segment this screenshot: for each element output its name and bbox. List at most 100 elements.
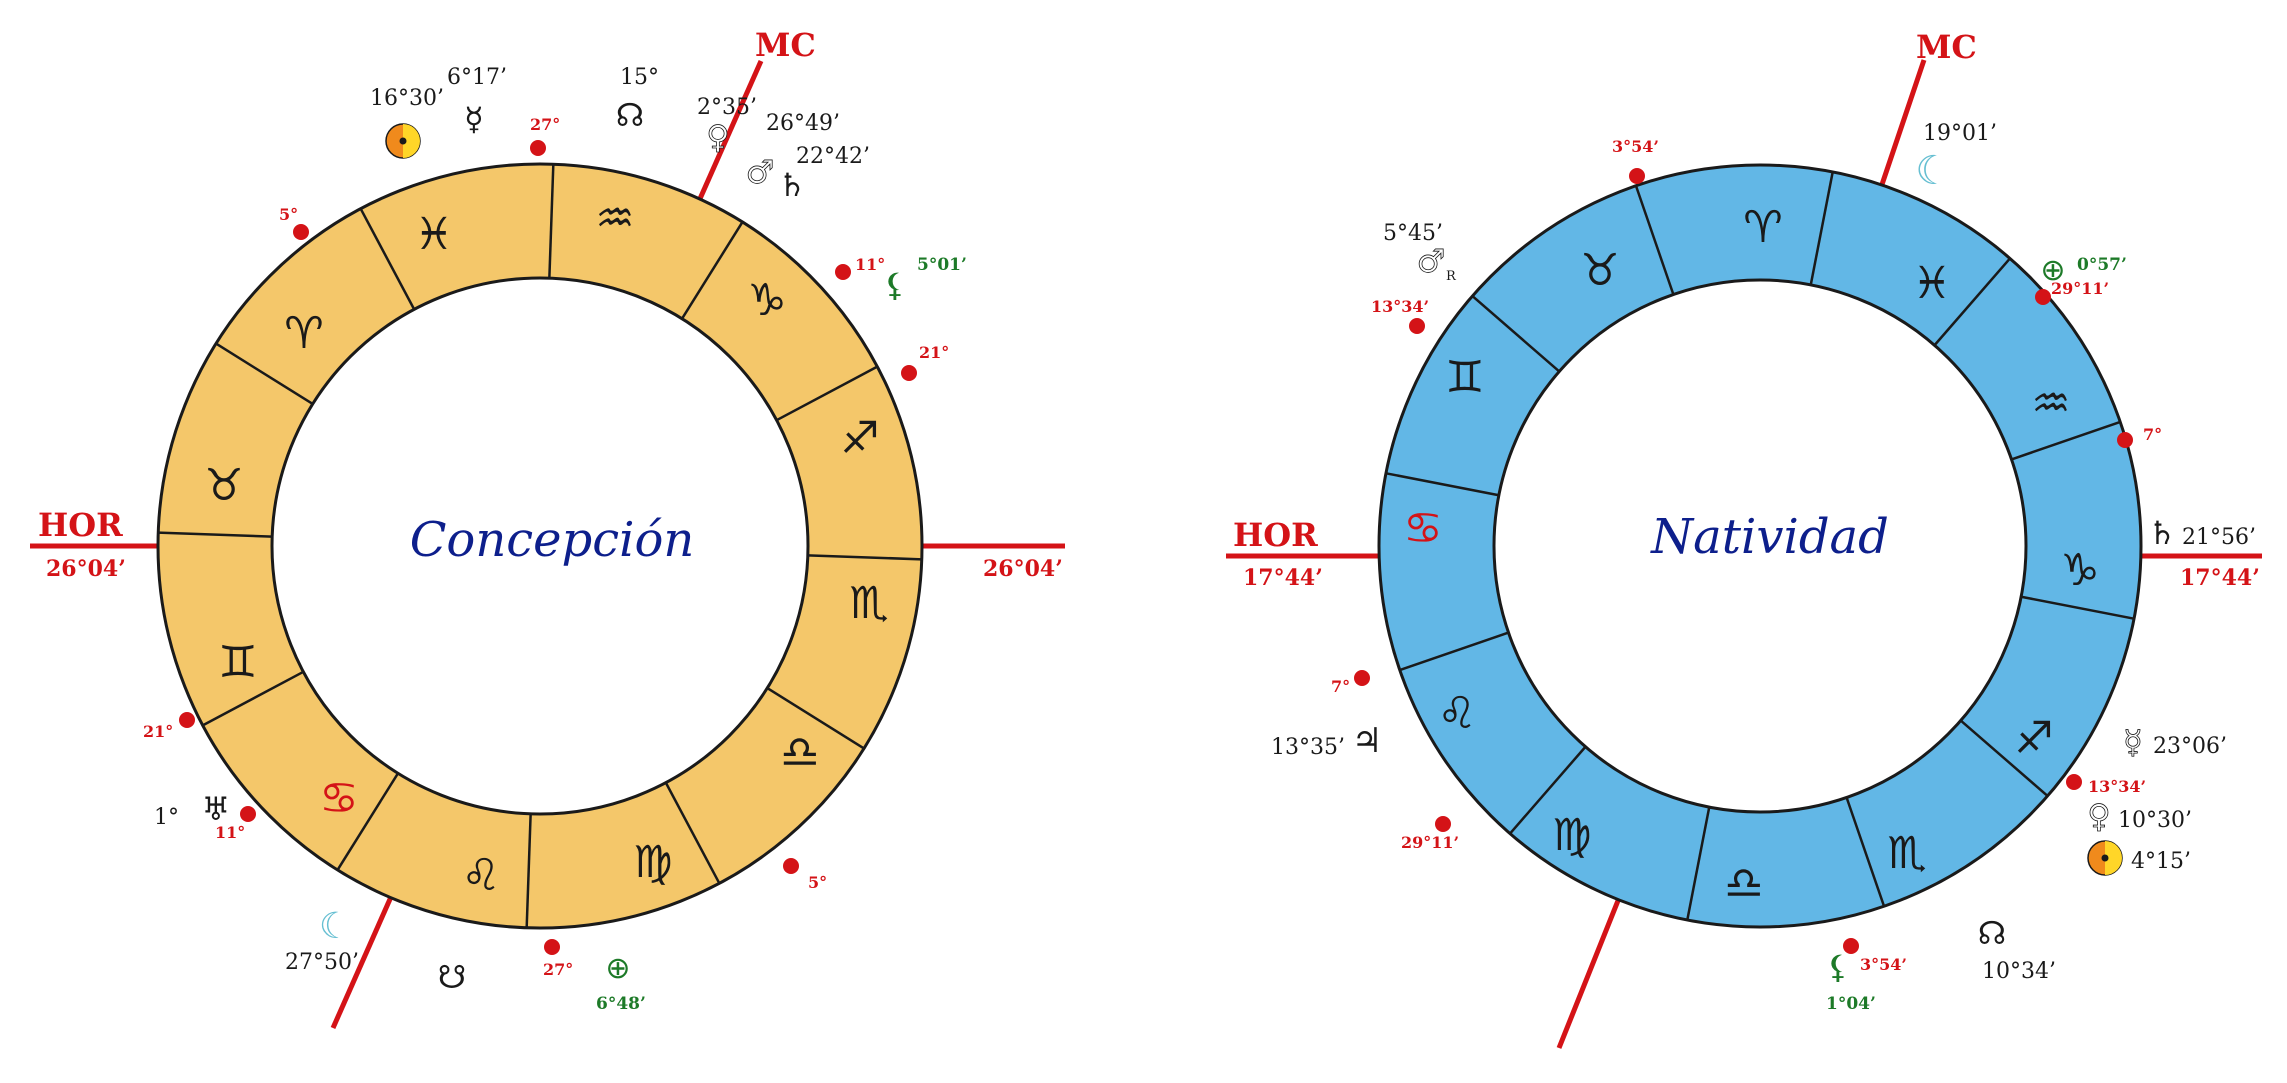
descendant-degree: 17°44’ [2180, 565, 2260, 591]
planet-saturn: ♄ 22°42’ [778, 144, 870, 204]
planet-mercury: ☿ 23°06’ [2123, 723, 2227, 762]
house-cusps: 3°54’ 13°34’ 7° 29°11’ 3°54’ 13°34’ 7° 2… [1331, 137, 2162, 974]
earth-degree: 0°57’ [2077, 255, 2127, 275]
earth-icon: ⊕ [2040, 253, 2065, 288]
mars-degree: 5°45’ [1383, 221, 1443, 246]
venus-icon: ♀ [706, 118, 729, 156]
mc-label: MC [755, 26, 816, 64]
moon-icon: ☾ [1915, 148, 1951, 194]
sign-divider [548, 164, 555, 279]
cusp-label: 7° [2143, 425, 2162, 444]
cusp-label: 3°54’ [1860, 955, 1907, 974]
chart-title: Concepción [410, 512, 695, 568]
virgo-icon: ♍ [1552, 810, 1591, 861]
planet-saturn: ♄ 21°56’ [2148, 514, 2256, 552]
chart-concepcion: ♒ ♓ ♈ ♉ ♊ ♋ ♌ ♍ ♎ ♏ ♐ ♑ Concepción MC HO… [30, 26, 1065, 1030]
north-node-degree: 15° [620, 65, 659, 90]
sign-divider [336, 772, 400, 871]
aries-icon: ♈ [284, 308, 323, 359]
gemini-icon: ♊ [218, 637, 257, 688]
moon-degree: 19°01’ [1923, 121, 1997, 146]
planet-lilith: ⚸ 1°04’ [1826, 948, 1876, 1014]
hor-label: HOR [38, 506, 123, 544]
sign-divider [766, 686, 865, 750]
sun-degree: 4°15’ [2131, 849, 2191, 874]
planet-mars: ♂ 26°49’ [745, 111, 840, 191]
cusp-label: 5° [808, 873, 827, 892]
planet-lilith: ⚸ 5°01’ [883, 255, 967, 304]
virgo-icon: ♍ [633, 837, 672, 888]
sign-divider [1634, 185, 1675, 295]
sign-divider [158, 531, 273, 538]
planet-earth: ⊕ 6°48’ [596, 951, 646, 1014]
uranus-degree: 1° [154, 805, 179, 830]
cusp-label: 27° [530, 115, 560, 134]
sign-divider [1959, 719, 2049, 797]
mercury-degree: 6°17’ [447, 65, 507, 90]
zodiac-ring [156, 162, 924, 930]
mercury-icon: ☿ [2123, 723, 2143, 761]
venus-degree: 10°30’ [2118, 808, 2192, 833]
sun-degree: 16°30’ [370, 86, 444, 111]
scorpio-icon: ♏ [849, 578, 888, 629]
mars-icon: ♂ [746, 153, 775, 191]
north-node-degree: 10°34’ [1982, 959, 2056, 984]
descendant-degree: 26°04’ [983, 556, 1063, 582]
planet-uranus: ♅ 1° [154, 790, 230, 830]
lilith-icon: ⚸ [1826, 948, 1849, 986]
earth-degree: 6°48’ [596, 994, 646, 1014]
scorpio-icon: ♏ [1887, 828, 1926, 879]
cusp-label: 27° [543, 960, 573, 979]
capricorn-icon: ♑ [747, 275, 786, 326]
house-cusps: 27° 5° 21° 11° 27° 5° 21° 11° [143, 115, 949, 979]
cusp-label: 29°11’ [1401, 833, 1459, 852]
zodiac-signs: ♒ ♓ ♈ ♉ ♊ ♋ ♌ ♍ ♎ ♏ ♐ ♑ [204, 193, 888, 901]
sign-divider [664, 782, 721, 884]
north-node-icon: ☊ [616, 96, 644, 134]
sign-divider [807, 554, 922, 561]
jupiter-icon: ♃ [1352, 721, 1382, 761]
mc-label: MC [1916, 28, 1977, 66]
lilith-icon: ⚸ [883, 266, 906, 304]
taurus-icon: ♉ [204, 460, 243, 511]
cusp-label: 29°11’ [2051, 279, 2109, 298]
sign-divider [215, 342, 314, 406]
planet-south-node: ☋ [438, 958, 466, 996]
sign-divider [1399, 631, 1509, 672]
sign-divider [2011, 420, 2121, 461]
ascendant-degree: 26°04’ [46, 556, 126, 582]
sign-divider [776, 365, 878, 422]
sign-divider [1385, 472, 1500, 497]
sign-divider [1933, 257, 2011, 347]
zodiac-signs: ♈ ♉ ♊ ♋ ♌ ♍ ♎ ♏ ♐ ♑ ♒ ♓ [1403, 202, 2099, 909]
sign-divider [1809, 171, 1834, 286]
sign-divider [359, 208, 416, 310]
libra-icon: ♎ [780, 727, 819, 778]
saturn-degree: 21°56’ [2182, 525, 2256, 550]
planet-moon: ☾ 19°01’ [1915, 121, 1997, 194]
zodiac-ring [1377, 163, 2143, 929]
sign-divider [1509, 745, 1587, 835]
cusp-label: 21° [919, 343, 949, 362]
pisces-icon: ♓ [1912, 258, 1951, 309]
uranus-icon: ♅ [202, 790, 231, 828]
cusp-label: 11° [215, 823, 245, 842]
saturn-icon: ♄ [778, 166, 807, 204]
sagittarius-icon: ♐ [840, 413, 879, 464]
venus-icon: ♀ [2087, 797, 2110, 835]
south-node-icon: ☋ [438, 958, 466, 996]
cusp-label: 13°34’ [1371, 297, 1429, 316]
gemini-icon: ♊ [1445, 352, 1484, 403]
moon-degree: 27°50’ [285, 950, 359, 975]
aquarius-icon: ♒ [2031, 378, 2070, 429]
mars-retrograde-icon: ♂ [1417, 242, 1446, 280]
planet-earth: ⊕ 0°57’ [2040, 253, 2126, 288]
capricorn-icon: ♑ [2060, 545, 2099, 596]
libra-icon: ♎ [1724, 858, 1763, 909]
jupiter-degree: 13°35’ [1271, 735, 1345, 760]
aquarius-icon: ♒ [595, 193, 634, 244]
cusp-label: 3°54’ [1612, 137, 1659, 156]
planet-north-node: ☊ 10°34’ [1978, 914, 2056, 984]
lilith-degree: 5°01’ [917, 255, 967, 275]
